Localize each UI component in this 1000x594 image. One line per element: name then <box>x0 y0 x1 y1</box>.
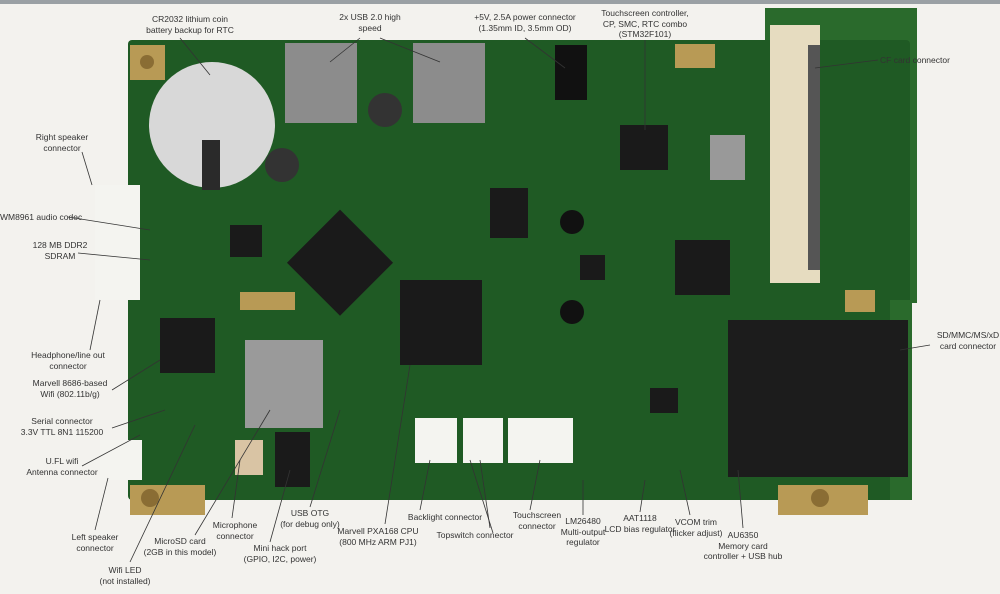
label-line: Wifi LED <box>108 565 142 575</box>
label-line: controller + USB hub <box>703 551 783 561</box>
label-vcom-trim: VCOM trim(flicker adjust) <box>670 517 723 538</box>
label-line: LCD bias regulator <box>604 523 676 534</box>
label-line: Antenna connector <box>26 466 98 477</box>
label-line: connector <box>518 520 556 531</box>
label-line: Multi-output <box>560 526 606 537</box>
label-line: (STM32F101) <box>618 29 672 39</box>
label-line: Serial connector <box>31 416 93 426</box>
label-line: CR2032 lithium coin <box>151 14 229 24</box>
label-line: VCOM trim <box>674 517 718 527</box>
label-line: Memory card <box>718 540 768 551</box>
label-line: regulator <box>566 537 600 547</box>
label-line: Topswitch connector <box>436 530 514 540</box>
label-line: (flicker adjust) <box>669 527 723 538</box>
label-line: U.FL wifi <box>45 456 79 466</box>
label-line: 2x USB 2.0 high <box>339 12 401 22</box>
label-line: connector <box>216 530 254 541</box>
photo-edge <box>0 0 1000 4</box>
label-line: MicroSD card <box>154 536 206 546</box>
sd-connector <box>728 320 908 477</box>
label-line: card connector <box>939 340 997 351</box>
microsd-slot <box>245 340 323 428</box>
label-line: SDRAM <box>44 250 76 261</box>
label-line: Left speaker <box>71 532 119 542</box>
label-hack-port: Mini hack port(GPIO, I2C, power) <box>244 543 317 564</box>
label-line: (1.35mm ID, 3.5mm OD) <box>478 22 572 33</box>
usb-port <box>413 43 485 123</box>
label-line: Touchscreen controller, <box>601 8 689 18</box>
label-line: connector <box>43 142 81 153</box>
label-usb-otg: USB OTG(for debug only) <box>280 508 340 529</box>
label-line: (800 MHz ARM PJ1) <box>339 536 417 547</box>
label-line: Backlight connector <box>407 512 483 522</box>
label-cpu: Marvell PXA168 CPU(800 MHz ARM PJ1) <box>337 526 418 547</box>
label-line: Headphone/line out <box>31 350 105 360</box>
label-line: Mini hack port <box>253 543 307 553</box>
label-line: Touchscreen <box>512 510 562 520</box>
label-audio-codec: WM8961 audio codec <box>0 212 82 223</box>
label-line: LM26480 <box>565 516 601 526</box>
label-line: USB OTG <box>290 508 330 518</box>
label-line: connector <box>76 542 114 553</box>
coin-battery <box>149 62 275 188</box>
label-power-connector: +5V, 2.5A power connector(1.35mm ID, 3.5… <box>474 12 576 33</box>
label-cf-card: CF card connector <box>880 55 950 66</box>
label-line: CF card connector <box>880 55 950 65</box>
label-backlight: Backlight connector <box>408 512 482 523</box>
label-microsd: MicroSD card(2GB in this model) <box>144 536 217 557</box>
usb-port <box>285 43 357 123</box>
power-jack <box>555 45 587 100</box>
label-line: (2GB in this model) <box>143 546 217 557</box>
label-line: Right speaker <box>35 132 89 142</box>
label-line: AU6350 <box>727 530 759 540</box>
label-line: 3.3V TTL 8N1 115200 <box>20 426 104 437</box>
label-line: Marvell 8686-based <box>32 378 108 388</box>
label-line: (GPIO, I2C, power) <box>243 553 317 564</box>
label-line: AAT1118 <box>623 513 657 523</box>
label-touchscreen-controller: Touchscreen controller,CP, SMC, RTC comb… <box>601 8 688 40</box>
label-line: Marvell PXA168 CPU <box>337 526 419 536</box>
label-line: 128 MB DDR2 <box>32 240 88 250</box>
label-line: WM8961 audio codec <box>0 212 83 222</box>
label-line: speed <box>358 22 382 33</box>
label-line: CP, SMC, RTC combo <box>602 18 688 29</box>
label-line: +5V, 2.5A power connector <box>474 12 576 22</box>
label-line: battery backup for RTC <box>146 24 234 35</box>
label-line: Microphone <box>212 520 258 530</box>
label-line: Wifi (802.11b/g) <box>40 388 100 399</box>
label-line: (not installed) <box>99 575 151 586</box>
label-topswitch: Topswitch connector <box>436 530 513 541</box>
label-line: connector <box>49 360 87 371</box>
cpu-chip <box>400 280 482 365</box>
label-line: SD/MMC/MS/xD <box>936 330 1000 340</box>
label-line: (for debug only) <box>280 518 340 529</box>
speaker-connector <box>95 185 140 300</box>
label-wifi-led: Wifi LED(not installed) <box>99 565 150 586</box>
